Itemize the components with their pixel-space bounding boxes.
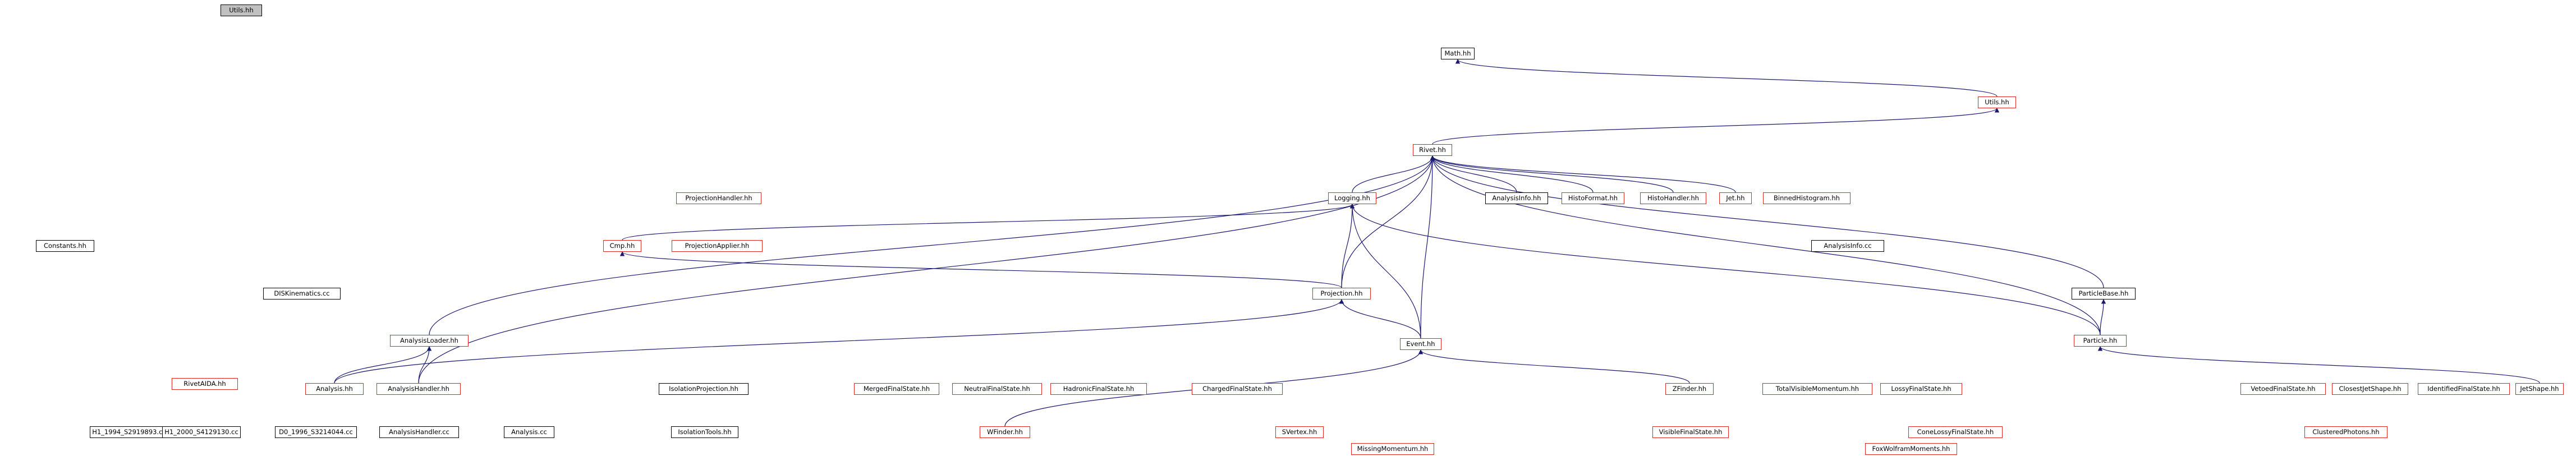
node-analysisinfo-cc[interactable]: AnalysisInfo.cc xyxy=(1811,240,1884,252)
node-wfinder[interactable]: WFinder.hh xyxy=(980,426,1030,438)
node-analysishandler-cc[interactable]: AnalysisHandler.cc xyxy=(379,426,459,438)
node-identified-final-state[interactable]: IdentifiedFinalState.hh xyxy=(2418,383,2510,395)
edge-20 xyxy=(620,251,1342,288)
node-analysisinfo[interactable]: AnalysisInfo.hh xyxy=(1485,192,1548,204)
edge-9 xyxy=(1430,155,1674,193)
edge-21 xyxy=(1341,204,1355,288)
edge-10 xyxy=(1430,155,1736,193)
node-particle[interactable]: Particle.hh xyxy=(2074,335,2127,347)
node-cone-lossy-final-state[interactable]: ConeLossyFinalState.hh xyxy=(1908,426,2003,438)
node-closest-jet-shape[interactable]: ClosestJetShape.hh xyxy=(2332,383,2408,395)
edge-14 xyxy=(622,204,1354,241)
node-analysisloader[interactable]: AnalysisLoader.hh xyxy=(390,335,469,347)
node-visible-final-state[interactable]: VisibleFinalState.hh xyxy=(1652,426,1729,438)
edge-43 xyxy=(1418,349,1690,384)
node-clustered-photons[interactable]: ClusteredPhotons.hh xyxy=(2304,426,2387,438)
node-utils-root[interactable]: Utils.hh xyxy=(221,4,262,16)
node-logging[interactable]: Logging.hh xyxy=(1328,192,1376,204)
edge-27 xyxy=(1339,299,1421,339)
edge-49 xyxy=(2097,346,2540,384)
edge-22 xyxy=(1341,155,1435,288)
node-h1-1994[interactable]: H1_1994_S2919893.cc xyxy=(90,426,168,438)
node-projection-applier[interactable]: ProjectionApplier.hh xyxy=(672,240,763,252)
node-utils2[interactable]: Utils.hh xyxy=(1978,96,2016,108)
edge-7 xyxy=(1430,155,1517,193)
node-zfinder[interactable]: ZFinder.hh xyxy=(1665,383,1714,395)
node-analysishandler[interactable]: AnalysisHandler.hh xyxy=(376,383,461,395)
edge-2 xyxy=(1432,108,1999,145)
node-h1-2000[interactable]: H1_2000_S4129130.cc xyxy=(162,426,241,438)
edge-24 xyxy=(2100,299,2106,335)
node-svertex[interactable]: SVertex.hh xyxy=(1275,426,1324,438)
node-projection[interactable]: Projection.hh xyxy=(1312,288,1371,300)
node-d0-1996[interactable]: D0_1996_S3214044.cc xyxy=(275,426,357,438)
node-analysis-cc[interactable]: Analysis.cc xyxy=(504,426,554,438)
node-histoformat[interactable]: HistoFormat.hh xyxy=(1562,192,1624,204)
node-math[interactable]: Math.hh xyxy=(1441,48,1475,59)
node-fox-wolfram-moments[interactable]: FoxWolframMoments.hh xyxy=(1865,443,1957,455)
edge-30 xyxy=(429,155,1435,335)
edge-28 xyxy=(1420,155,1435,339)
node-event[interactable]: Event.hh xyxy=(1400,338,1441,350)
node-rivet-aida[interactable]: RivetAIDA.hh xyxy=(172,378,238,390)
node-rivet[interactable]: Rivet.hh xyxy=(1413,144,1452,156)
node-missing-momentum[interactable]: MissingMomentum.hh xyxy=(1351,443,1434,455)
node-binned-histogram[interactable]: BinnedHistogram.hh xyxy=(1763,192,1851,204)
node-hadronic-final-state[interactable]: HadronicFinalState.hh xyxy=(1050,383,1147,395)
node-isolation-tools[interactable]: IsolationTools.hh xyxy=(671,426,738,438)
node-particlebase[interactable]: ParticleBase.hh xyxy=(2072,288,2136,300)
node-jetshape[interactable]: JetShape.hh xyxy=(2515,383,2564,395)
node-vetoed-final-state[interactable]: VetoedFinalState.hh xyxy=(2240,383,2326,395)
node-cmp[interactable]: Cmp.hh xyxy=(603,240,641,252)
edge-35 xyxy=(418,155,1435,384)
edge-8 xyxy=(1430,155,1594,193)
edge-29 xyxy=(1349,204,1421,339)
edge-32 xyxy=(334,299,1344,384)
edge-31 xyxy=(334,346,432,384)
node-projection-handler[interactable]: ProjectionHandler.hh xyxy=(676,192,761,204)
node-lossy-final-state[interactable]: LossyFinalState.hh xyxy=(1880,383,1962,395)
node-neutral-final-state[interactable]: NeutralFinalState.hh xyxy=(952,383,1042,395)
node-jet[interactable]: Jet.hh xyxy=(1719,192,1752,204)
edge-34 xyxy=(418,346,432,384)
node-dis-kinematics[interactable]: DISKinematics.cc xyxy=(263,288,341,300)
node-charged-final-state[interactable]: ChargedFinalState.hh xyxy=(1192,383,1283,395)
edge-26 xyxy=(1349,204,2101,335)
edge-23 xyxy=(1430,155,2104,288)
node-histohandler[interactable]: HistoHandler.hh xyxy=(1640,192,1706,204)
node-isolation-projection[interactable]: IsolationProjection.hh xyxy=(659,383,749,395)
node-total-visible-momentum[interactable]: TotalVisibleMomentum.hh xyxy=(1762,383,1872,395)
edge-25 xyxy=(1430,155,2101,335)
node-merged-final-state[interactable]: MergedFinalState.hh xyxy=(854,383,939,395)
node-analysis[interactable]: Analysis.hh xyxy=(305,383,364,395)
edge-1 xyxy=(1455,59,1998,97)
edge-6 xyxy=(1352,155,1435,193)
node-constants[interactable]: Constants.hh xyxy=(36,240,94,252)
